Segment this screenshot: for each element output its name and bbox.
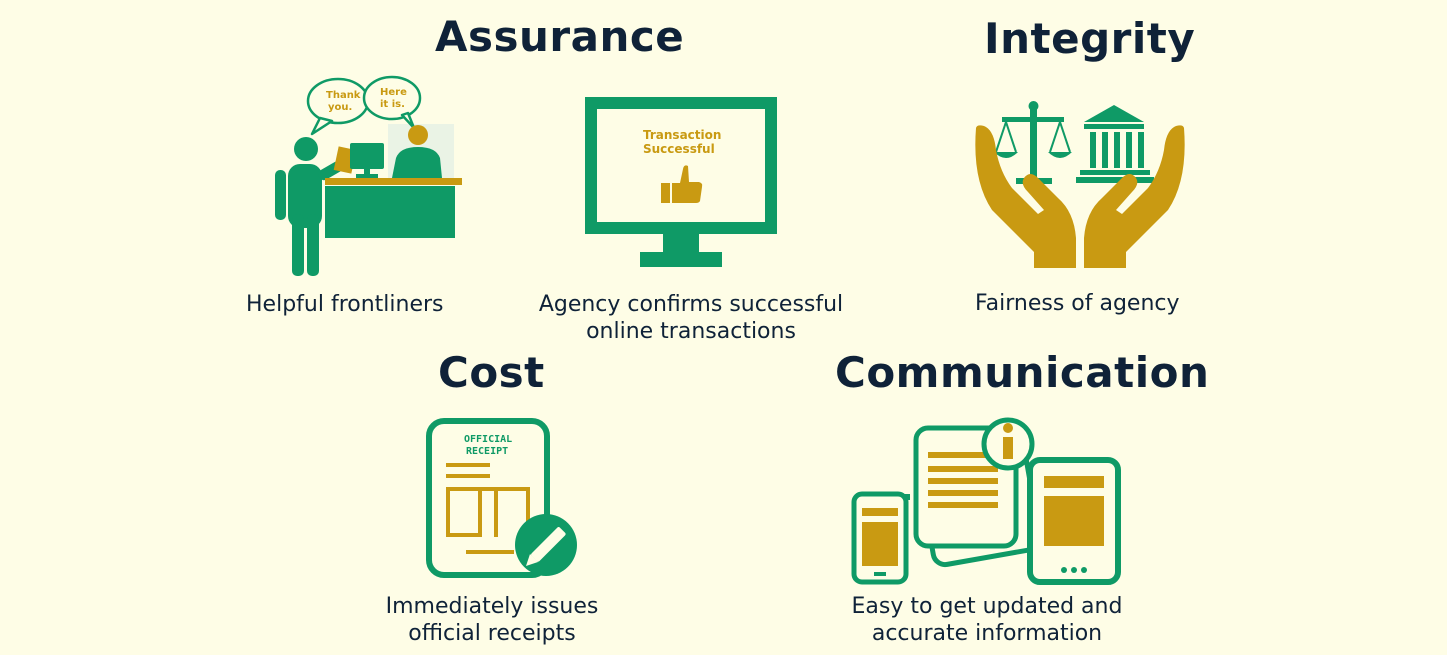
monitor-text-line2: Successful (643, 142, 715, 156)
online-caption: Agency confirms successful online transa… (528, 291, 854, 345)
bubble-left-line2: you. (328, 102, 352, 113)
communication-caption-line2: accurate information (871, 621, 1103, 646)
online-caption-line2: online transactions (586, 319, 796, 344)
tablet-icon (1027, 457, 1121, 585)
counter (325, 186, 455, 238)
computer-icon (350, 143, 384, 178)
speech-bubble-left: Thank you. (306, 77, 370, 136)
monitor-text-line1: Transaction (643, 128, 721, 142)
cost-caption: Immediately issues official receipts (360, 593, 624, 647)
speech-bubble-right: Here it is. (362, 75, 422, 130)
assurance-heading: Assurance (435, 12, 685, 61)
receipt-title-line1: OFFICIAL (464, 434, 512, 445)
receipt-title-line2: RECEIPT (466, 446, 508, 457)
communication-caption-line1: Easy to get updated and (851, 594, 1123, 619)
pencil-icon (515, 514, 577, 576)
frontliners-caption: Helpful frontliners (246, 292, 444, 317)
integrity-illustration (975, 101, 1185, 268)
counter-top (325, 178, 462, 185)
integrity-caption: Fairness of agency (975, 291, 1180, 316)
communication-illustration (851, 417, 1121, 585)
bubble-right-line2: it is. (380, 99, 405, 110)
thumbs-up-icon (661, 165, 703, 203)
communication-caption: Easy to get updated and accurate informa… (822, 593, 1152, 647)
cost-heading: Cost (438, 348, 545, 397)
clerk-figure (392, 125, 442, 178)
bubble-right-line1: Here (380, 87, 407, 98)
frontliners-illustration: Thank you. Here it is. (275, 75, 462, 276)
courthouse-icon (1076, 105, 1154, 183)
online-caption-line1: Agency confirms successful (538, 292, 844, 317)
cost-caption-line1: Immediately issues (385, 594, 599, 619)
integrity-heading: Integrity (984, 14, 1196, 63)
scales-icon (994, 101, 1072, 184)
monitor-illustration: Transaction Successful (585, 97, 777, 267)
bubble-left-line1: Thank (326, 90, 361, 101)
phone-icon (851, 491, 909, 585)
cost-caption-line2: official receipts (408, 621, 576, 646)
communication-heading: Communication (835, 348, 1210, 397)
customer-figure (275, 137, 343, 276)
info-icon (981, 417, 1035, 471)
receipt-illustration: OFFICIAL RECEIPT (426, 418, 577, 578)
hands-icon (975, 125, 1185, 268)
